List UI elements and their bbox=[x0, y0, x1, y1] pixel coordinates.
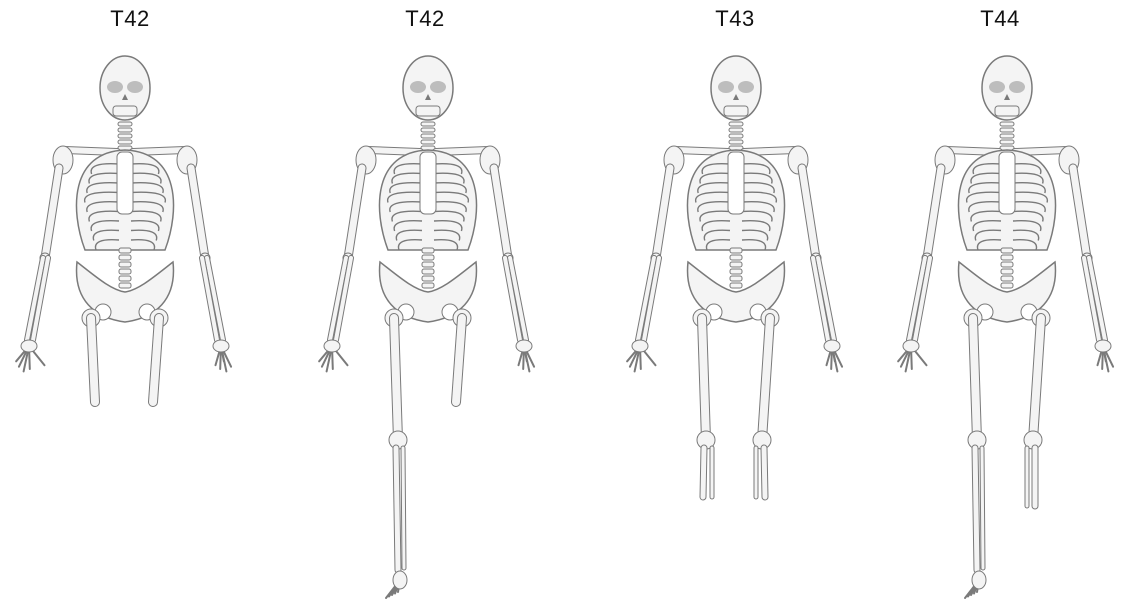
lumbar-vertebra bbox=[422, 262, 434, 267]
lumbar-vertebra bbox=[730, 283, 742, 288]
skeleton-panel-4: T44 bbox=[875, 0, 1125, 610]
eye-socket-right bbox=[430, 81, 446, 93]
jaw-teeth bbox=[995, 106, 1019, 116]
lumbar-vertebra bbox=[119, 248, 131, 253]
hand-right-palm bbox=[516, 340, 532, 352]
humerus-left-fill bbox=[927, 168, 941, 258]
lumbar-vertebra bbox=[422, 276, 434, 281]
lumbar-vertebra bbox=[730, 262, 742, 267]
fibula-left-fill bbox=[403, 448, 404, 568]
humerus-right-fill bbox=[1073, 168, 1087, 258]
humerus-right-fill bbox=[191, 168, 205, 258]
femur-left-fill bbox=[91, 318, 95, 402]
tibia-right-fill bbox=[764, 448, 765, 497]
foot-left-heel bbox=[972, 571, 986, 589]
cervical-vertebra bbox=[1000, 134, 1014, 138]
humerus-left-fill bbox=[45, 168, 59, 258]
cervical-vertebra bbox=[118, 128, 132, 132]
hand-left-palm bbox=[632, 340, 648, 352]
lumbar-vertebra bbox=[1001, 255, 1013, 260]
cervical-vertebra bbox=[421, 140, 435, 144]
cervical-vertebra bbox=[421, 134, 435, 138]
femur-left-fill bbox=[973, 318, 977, 440]
hand-right-palm bbox=[213, 340, 229, 352]
femur-right-fill bbox=[762, 318, 770, 440]
humerus-left-fill bbox=[656, 168, 670, 258]
eye-socket-left bbox=[107, 81, 123, 93]
foot-left-heel bbox=[393, 571, 407, 589]
fibula-left-fill bbox=[982, 448, 983, 568]
cervical-vertebra bbox=[729, 140, 743, 144]
lumbar-vertebra bbox=[1001, 269, 1013, 274]
eye-socket-right bbox=[1009, 81, 1025, 93]
cervical-vertebra bbox=[1000, 128, 1014, 132]
skeleton-panel-2: T42 bbox=[290, 0, 560, 610]
hand-left-palm bbox=[324, 340, 340, 352]
lumbar-vertebra bbox=[730, 269, 742, 274]
skeleton-figure bbox=[875, 0, 1125, 610]
lumbar-vertebra bbox=[1001, 283, 1013, 288]
lumbar-vertebra bbox=[730, 248, 742, 253]
hand-right-palm bbox=[824, 340, 840, 352]
sternum bbox=[728, 152, 744, 214]
lumbar-vertebra bbox=[422, 283, 434, 288]
tibia-left-fill bbox=[396, 448, 398, 570]
eye-socket-left bbox=[410, 81, 426, 93]
lumbar-vertebra bbox=[119, 255, 131, 260]
cervical-vertebra bbox=[1000, 122, 1014, 126]
tibia-left-fill bbox=[975, 448, 977, 570]
lumbar-vertebra bbox=[730, 276, 742, 281]
femur-left-fill bbox=[702, 318, 706, 440]
sternum bbox=[999, 152, 1015, 214]
lumbar-vertebra bbox=[422, 248, 434, 253]
lumbar-vertebra bbox=[1001, 248, 1013, 253]
sternum bbox=[117, 152, 133, 214]
cervical-vertebra bbox=[118, 140, 132, 144]
lumbar-vertebra bbox=[119, 269, 131, 274]
skeleton-panel-1: T42 bbox=[0, 0, 260, 610]
eye-socket-right bbox=[127, 81, 143, 93]
jaw-teeth bbox=[724, 106, 748, 116]
cervical-vertebra bbox=[118, 134, 132, 138]
skeleton-figure bbox=[290, 0, 560, 610]
hand-right-palm bbox=[1095, 340, 1111, 352]
skeleton-panel-3: T43 bbox=[600, 0, 870, 610]
hand-left-palm bbox=[21, 340, 37, 352]
femur-right-fill bbox=[1033, 318, 1041, 440]
lumbar-vertebra bbox=[119, 276, 131, 281]
jaw-teeth bbox=[416, 106, 440, 116]
skeleton-figure bbox=[0, 0, 260, 610]
jaw-teeth bbox=[113, 106, 137, 116]
cervical-vertebra bbox=[1000, 140, 1014, 144]
cervical-vertebra bbox=[421, 122, 435, 126]
lumbar-vertebra bbox=[1001, 276, 1013, 281]
cervical-vertebra bbox=[729, 122, 743, 126]
cervical-vertebra bbox=[729, 128, 743, 132]
lumbar-vertebra bbox=[730, 255, 742, 260]
cervical-vertebra bbox=[118, 122, 132, 126]
skeleton-figure bbox=[600, 0, 870, 610]
cervical-vertebra bbox=[421, 128, 435, 132]
sternum bbox=[420, 152, 436, 214]
tibia-left-fill bbox=[703, 448, 704, 497]
lumbar-vertebra bbox=[1001, 262, 1013, 267]
eye-socket-right bbox=[738, 81, 754, 93]
lumbar-vertebra bbox=[119, 283, 131, 288]
humerus-right-fill bbox=[802, 168, 816, 258]
hand-left-palm bbox=[903, 340, 919, 352]
humerus-right-fill bbox=[494, 168, 508, 258]
humerus-left-fill bbox=[348, 168, 362, 258]
eye-socket-left bbox=[989, 81, 1005, 93]
lumbar-vertebra bbox=[422, 255, 434, 260]
femur-left-fill bbox=[394, 318, 398, 440]
lumbar-vertebra bbox=[119, 262, 131, 267]
lumbar-vertebra bbox=[422, 269, 434, 274]
cervical-vertebra bbox=[729, 134, 743, 138]
eye-socket-left bbox=[718, 81, 734, 93]
